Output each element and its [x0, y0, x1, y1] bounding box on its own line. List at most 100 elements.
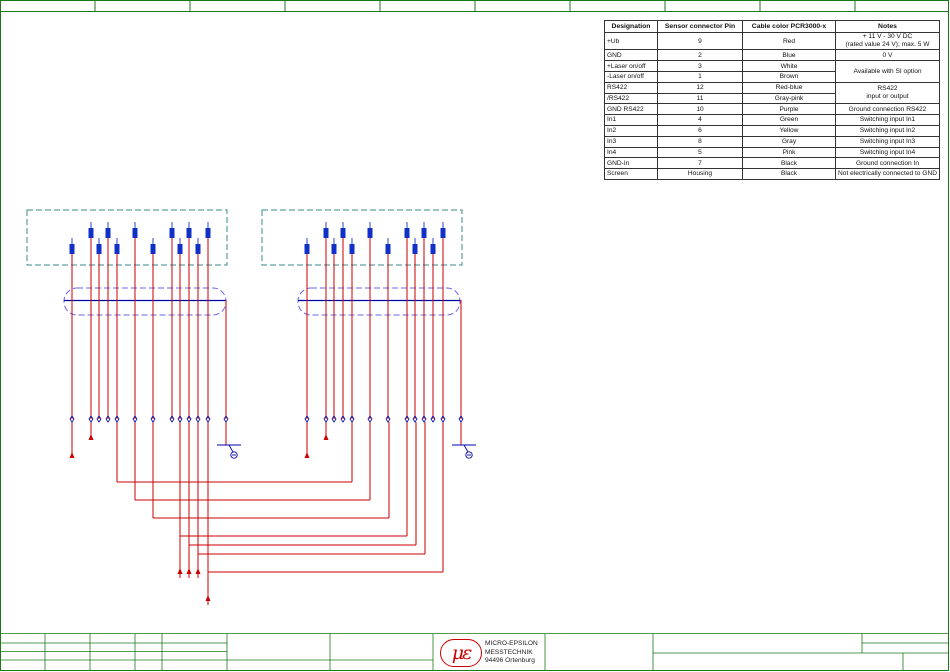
pin-assignment-table: Designation Sensor connector Pin Cable c…: [604, 20, 940, 180]
designation-cell: +Ub: [604, 31, 658, 51]
ground-symbol-right: [452, 444, 476, 459]
signal-arrow-bottom: [177, 568, 183, 574]
pin-cell: 3: [657, 60, 743, 72]
pin-cell: 2: [657, 49, 743, 62]
table-row: In2 6 Yellow Switching input In2: [604, 124, 940, 137]
designation-cell: GND: [604, 49, 658, 62]
connector-pin-left: [114, 244, 120, 254]
wire-terminal-left: [69, 415, 75, 423]
color-cell: Gray-pink: [742, 92, 836, 105]
notes-cell: Switching input In2: [835, 124, 940, 137]
connector-pin-left: [132, 228, 138, 238]
notes-line: + 11 V - 30 V DC: [862, 33, 913, 40]
notes-cell: Available with SI option: [835, 60, 940, 83]
pin-cell: 7: [657, 157, 743, 170]
wire-terminal-right: [421, 415, 427, 423]
table-row: +Ub 9 Red + 11 V - 30 V DC(rated value 2…: [604, 31, 940, 51]
wire-terminal-left: [186, 415, 192, 423]
signal-arrow-bottom: [186, 568, 192, 574]
connector-pin-left: [150, 244, 156, 254]
notes-cell: + 11 V - 30 V DC(rated value 24 V); max.…: [835, 31, 940, 51]
connector-pin-left: [69, 244, 75, 254]
connector-pin-right: [340, 228, 346, 238]
connector-pin-right: [404, 228, 410, 238]
company-logo: με MICRO-EPSILON MESSTECHNIK 94496 Orten…: [438, 637, 538, 669]
color-cell: Green: [742, 114, 836, 126]
notes-cell: Switching input In4: [835, 146, 940, 159]
connector-pin-right: [323, 228, 329, 238]
notes-cell: Ground connection In: [835, 157, 940, 170]
connector-pin-right: [304, 244, 310, 254]
designation-cell: -Laser on/off: [604, 71, 658, 83]
connector-pin-left: [169, 228, 175, 238]
connector-box-left: [26, 209, 228, 266]
wire-terminal-right: [349, 415, 355, 423]
pin-cell: 12: [657, 81, 743, 94]
wire-terminal-left: [88, 415, 94, 423]
connector-pin-right: [412, 244, 418, 254]
wire-terminal-right: [430, 415, 436, 423]
header-designation: Designation: [604, 20, 658, 33]
connector-pin-right: [385, 244, 391, 254]
pin-cell: 8: [657, 135, 743, 148]
wire-terminal-right: [385, 415, 391, 423]
company-address: MICRO-EPSILON MESSTECHNIK 94496 Ortenbur…: [485, 640, 538, 666]
signal-arrow-left: [69, 452, 75, 458]
color-cell: Pink: [742, 146, 836, 159]
cable-shield-right: [297, 287, 461, 316]
wire-terminal-left: [114, 415, 120, 423]
wire-terminal-right: [340, 415, 346, 423]
designation-cell: Screen: [604, 168, 658, 180]
signal-arrow-left: [88, 434, 94, 440]
connector-pin-right: [421, 228, 427, 238]
designation-cell: In1: [604, 114, 658, 126]
connector-pin-right: [440, 228, 446, 238]
signal-arrow-bottom: [205, 595, 211, 601]
color-cell: Gray: [742, 135, 836, 148]
wire-terminal-right: [458, 415, 464, 423]
wire-terminal-left: [169, 415, 175, 423]
company-city-line: 94496 Ortenburg: [485, 657, 535, 664]
designation-cell: RS422: [604, 81, 658, 94]
pin-cell: 9: [657, 31, 743, 51]
notes-cell: Switching input In3: [835, 135, 940, 148]
color-cell: White: [742, 60, 836, 72]
wire-terminal-left: [205, 415, 211, 423]
company-name-line1: MICRO-EPSILON: [485, 640, 538, 647]
designation-cell: In4: [604, 146, 658, 159]
cable-shield-left: [63, 287, 227, 316]
color-cell: Black: [742, 157, 836, 170]
company-name-line2: MESSTECHNIK: [485, 648, 533, 656]
pin-cell: 6: [657, 124, 743, 137]
connector-pin-left: [195, 244, 201, 254]
notes-cell: Not electrically connected to GND: [835, 168, 940, 180]
connector-pin-left: [177, 244, 183, 254]
table-row: GND 2 Blue 0 V: [604, 49, 940, 62]
wire-terminal-right: [304, 415, 310, 423]
header-pin: Sensor connector Pin: [657, 20, 743, 33]
wire-terminal-right: [367, 415, 373, 423]
signal-arrow-bottom: [195, 568, 201, 574]
pin-cell: Housing: [657, 168, 743, 180]
connector-pin-right: [430, 244, 436, 254]
designation-cell: GND RS422: [604, 103, 658, 116]
notes-cell: Switching input In1: [835, 114, 940, 126]
header-notes: Notes: [835, 20, 940, 33]
notes-cell: 0 V: [835, 49, 940, 62]
connector-pin-right: [349, 244, 355, 254]
title-block-grid: [0, 633, 948, 671]
header-cable-color: Cable color PCR3000-x: [742, 20, 836, 33]
table-header-row: Designation Sensor connector Pin Cable c…: [604, 20, 940, 33]
table-row: Screen Housing Black Not electrically co…: [604, 168, 940, 180]
color-cell: Red-blue: [742, 81, 836, 94]
wire-terminal-left: [150, 415, 156, 423]
connector-pin-left: [88, 228, 94, 238]
table-row: GND RS422 10 Purple Ground connection RS…: [604, 103, 940, 116]
color-cell: Brown: [742, 71, 836, 83]
wire-terminal-right: [404, 415, 410, 423]
wires-layer: [69, 238, 462, 605]
